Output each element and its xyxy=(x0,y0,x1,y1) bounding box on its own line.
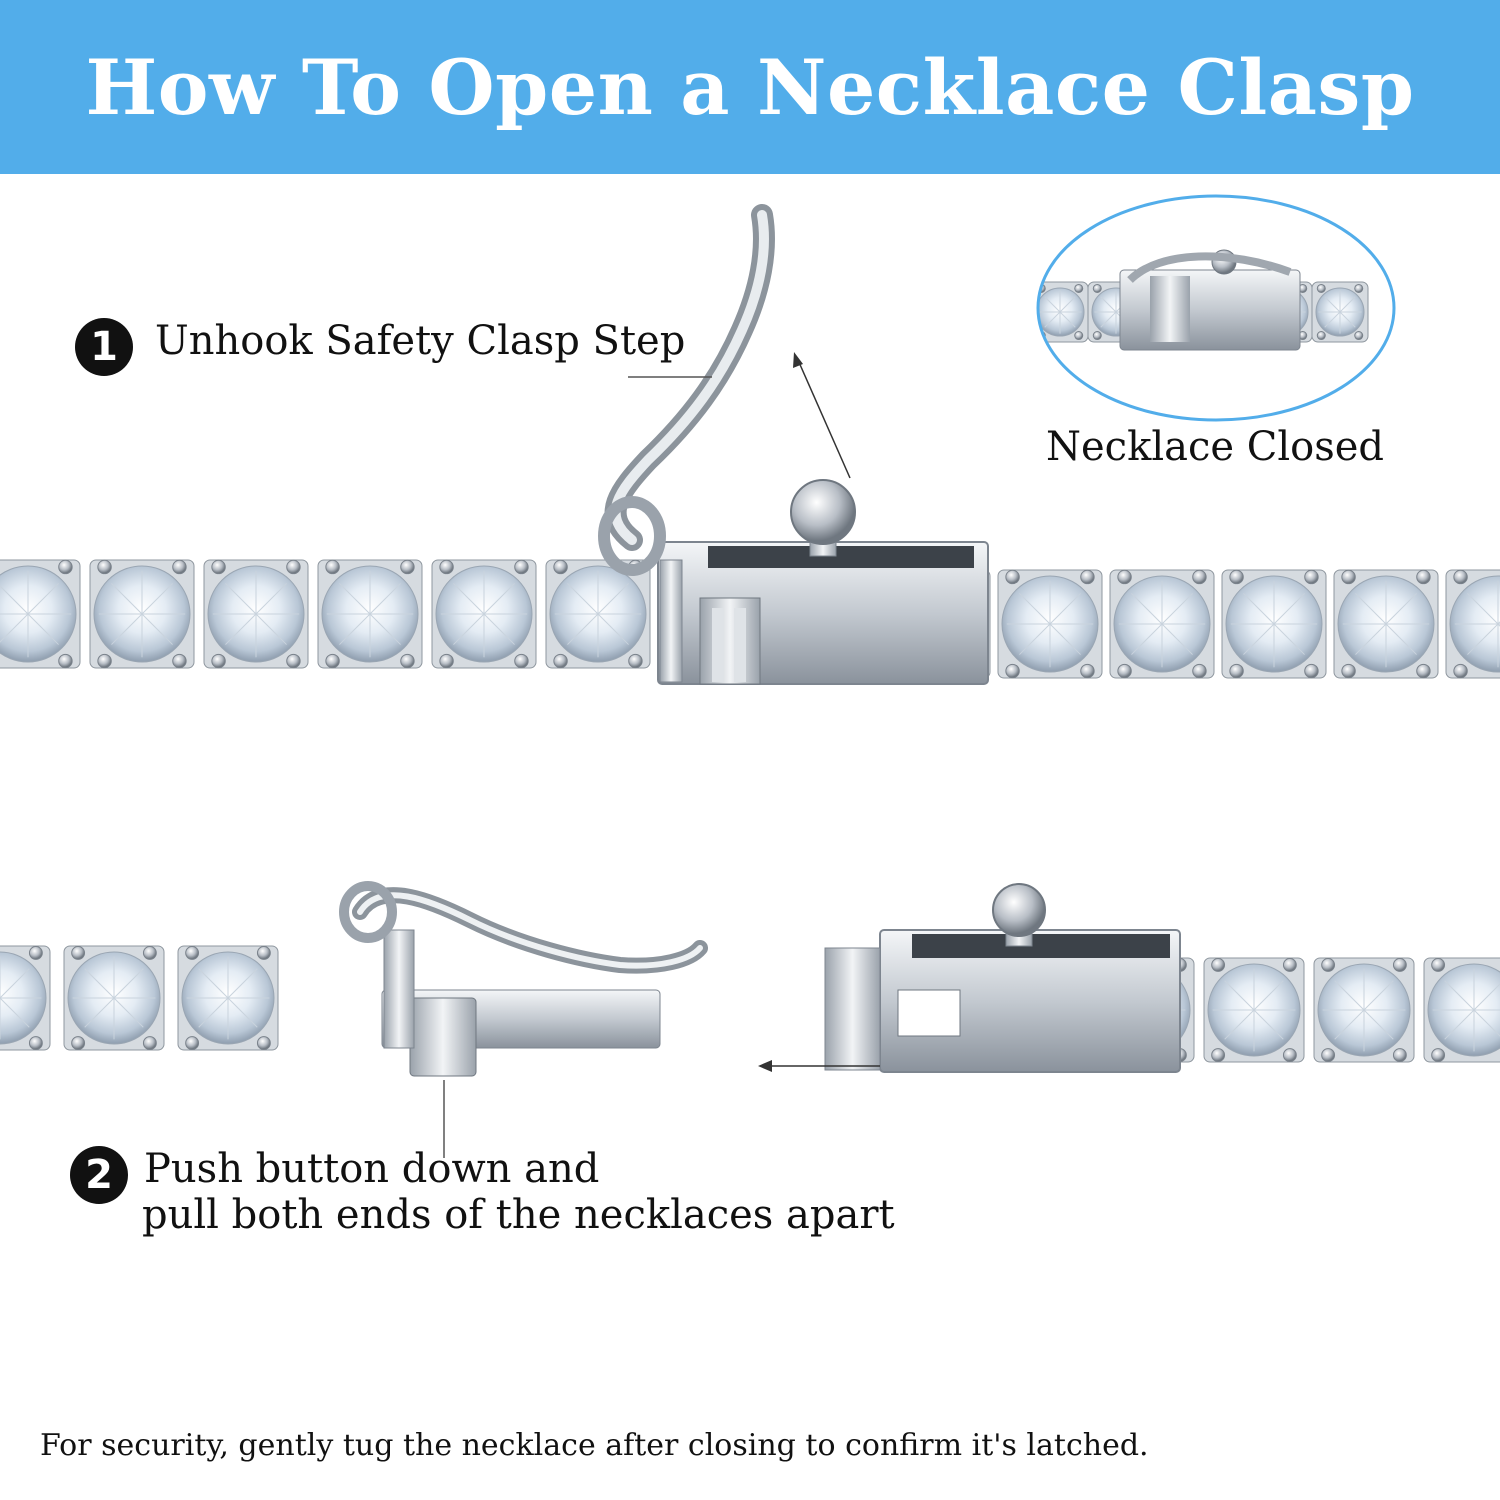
step-1: 1 Unhook Safety Clasp Step xyxy=(75,318,685,376)
gem-link xyxy=(317,559,423,669)
step-1-badge: 1 xyxy=(75,318,133,376)
inset-closed-clasp xyxy=(1036,194,1396,422)
bottom-clasp-box xyxy=(824,929,1181,1073)
gem-link xyxy=(997,569,1103,679)
gem-link xyxy=(1038,281,1089,343)
gem-link xyxy=(1423,957,1500,1063)
gem-link xyxy=(1203,957,1305,1063)
gem-link xyxy=(1109,569,1215,679)
gem-link xyxy=(1445,569,1500,679)
header-banner: How To Open a Necklace Clasp xyxy=(0,0,1500,174)
step-2: 2 Push button down and pull both ends of… xyxy=(70,1146,895,1238)
top-necklace xyxy=(0,204,1500,685)
gem-link xyxy=(0,559,81,669)
bottom-necklace-gems-left xyxy=(0,945,279,1051)
gem-link xyxy=(63,945,165,1051)
top-necklace-gems-left xyxy=(0,559,651,669)
step-2-line-2: pull both ends of the necklaces apart xyxy=(142,1192,895,1238)
gem-link xyxy=(0,945,51,1051)
gem-link xyxy=(1313,957,1415,1063)
gem-link xyxy=(1221,569,1327,679)
left-arrow-icon xyxy=(758,1060,880,1072)
step-2-text: Push button down and pull both ends of t… xyxy=(142,1146,895,1238)
gem-link xyxy=(1311,281,1369,343)
gem-link xyxy=(1333,569,1439,679)
bottom-clasp-tongue xyxy=(339,881,708,1077)
up-arrow-icon xyxy=(793,352,851,479)
top-clasp-box xyxy=(657,541,989,685)
footer-note: For security, gently tug the necklace af… xyxy=(40,1428,1149,1463)
gem-link xyxy=(203,559,309,669)
step-2-badge: 2 xyxy=(70,1146,128,1204)
inset-border xyxy=(1036,194,1396,422)
step-1-text: Unhook Safety Clasp Step xyxy=(155,318,686,364)
gem-link xyxy=(89,559,195,669)
bottom-clasp-button xyxy=(992,883,1046,947)
bottom-necklace xyxy=(0,881,1500,1158)
gem-link xyxy=(545,559,651,669)
gem-link xyxy=(431,559,537,669)
top-safety-hook xyxy=(598,204,775,576)
page-title: How To Open a Necklace Clasp xyxy=(85,42,1415,132)
step-2-line-1: Push button down and xyxy=(144,1146,600,1192)
gem-link xyxy=(177,945,279,1051)
top-clasp-button xyxy=(790,479,856,557)
necklace-closed-label: Necklace Closed xyxy=(1046,424,1385,470)
